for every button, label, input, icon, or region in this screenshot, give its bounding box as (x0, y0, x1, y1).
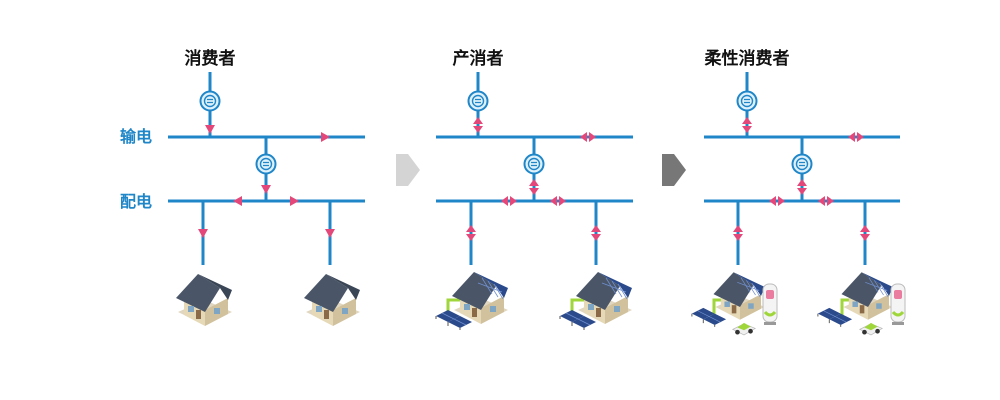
ev-charger-icon (889, 282, 907, 326)
panel-title-prosumer: 产消者 (453, 48, 504, 69)
house-icon (841, 271, 894, 321)
arrow-down-icon (198, 229, 208, 238)
solar-panel-icon (691, 307, 727, 327)
house-icon (176, 274, 232, 326)
meter-icon (523, 153, 545, 175)
chevron-arrow-icon (662, 154, 686, 186)
arrow-right-icon (290, 196, 299, 206)
panel-title-consumer: 消费者 (185, 48, 236, 69)
arrow-down-icon (205, 125, 215, 134)
panel-consumer: 消费者 (168, 48, 365, 326)
panel-prosumer: 产消者 (435, 48, 633, 330)
meter-icon (736, 90, 758, 112)
label-transmission: 输电 (120, 127, 152, 146)
solar-panel-icon (817, 307, 853, 327)
electric-car-icon (859, 322, 883, 336)
meter-icon (467, 90, 489, 112)
arrow-down-icon (261, 185, 271, 194)
chevron-arrow-icon (396, 154, 420, 186)
arrow-down-icon (325, 229, 335, 238)
meter-icon (791, 153, 813, 175)
arrow-left-icon (233, 196, 242, 206)
electric-car-icon (732, 322, 756, 336)
meter-icon (255, 153, 277, 175)
meter-icon (199, 90, 221, 112)
label-distribution: 配电 (120, 192, 152, 211)
house-icon (304, 274, 360, 326)
house-icon (713, 271, 766, 321)
arrow-right-icon (321, 132, 330, 142)
panel-flexible-consumer: 柔性消费者 (691, 48, 907, 336)
ev-charger-icon (761, 282, 779, 326)
panel-title-flexible-consumer: 柔性消费者 (705, 48, 790, 69)
